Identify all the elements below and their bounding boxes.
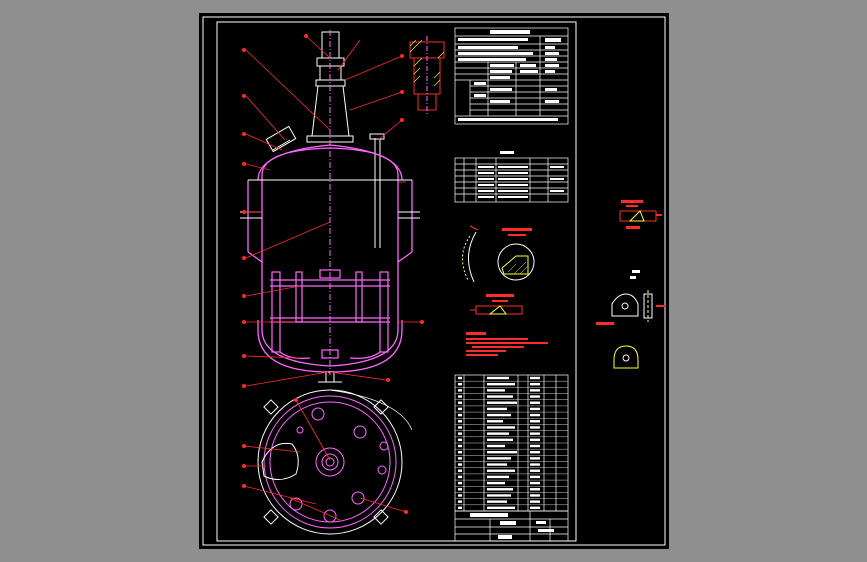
parts-list-cell xyxy=(487,382,515,386)
parts-list-cell xyxy=(458,401,462,404)
parts-list-cell xyxy=(487,395,513,398)
parts-list-cell xyxy=(458,389,462,392)
parts-list-cell xyxy=(487,488,513,491)
parts-list-cell xyxy=(458,376,462,380)
title-block xyxy=(454,510,569,542)
parts-list-cell xyxy=(530,457,540,460)
parts-list-cell xyxy=(487,481,505,485)
parts-list-cell xyxy=(487,413,511,417)
parts-list-cell xyxy=(458,450,462,454)
reactor-vessel-elevation xyxy=(240,30,420,383)
nozzle-table-fill xyxy=(478,151,564,198)
parts-list-cell xyxy=(487,389,505,392)
tech-spec-table-fill xyxy=(458,30,561,121)
lug-support-detail xyxy=(596,200,666,369)
parts-list-cell xyxy=(530,407,540,411)
weld-detail-views xyxy=(462,225,535,315)
parts-list-cell xyxy=(487,376,509,380)
parts-list-cell xyxy=(458,506,462,510)
parts-list-cell xyxy=(487,469,515,472)
parts-list-cell xyxy=(487,426,515,429)
parts-list-cell xyxy=(530,444,540,448)
parts-list-cell xyxy=(458,444,462,448)
parts-list-cell xyxy=(530,500,540,503)
parts-list-cell xyxy=(487,450,517,454)
parts-list-cell xyxy=(458,382,462,386)
parts-list-cell xyxy=(530,413,540,417)
parts-list-cell xyxy=(458,475,462,479)
callout-dots xyxy=(242,34,424,388)
parts-list-cell xyxy=(530,488,540,491)
parts-list-cell xyxy=(487,407,507,411)
parts-list-cell xyxy=(458,457,462,460)
parts-list-cell xyxy=(458,500,462,503)
parts-list-cell xyxy=(530,450,540,454)
parts-list-cell xyxy=(458,426,462,429)
parts-list-cell xyxy=(458,494,462,497)
vessel-plan-view xyxy=(242,389,413,535)
parts-list-cell xyxy=(458,469,462,472)
parts-list-fill xyxy=(458,376,540,510)
parts-list-cell xyxy=(530,494,540,497)
nozzle-table xyxy=(454,157,569,203)
parts-list-cell xyxy=(458,488,462,491)
parts-list-cell xyxy=(487,500,507,503)
parts-list-rows xyxy=(455,380,568,506)
parts-list-cell xyxy=(530,401,540,404)
technical-notes xyxy=(466,332,548,356)
leader-lines-left xyxy=(245,35,420,387)
tech-spec-table xyxy=(454,27,569,125)
parts-list-cell xyxy=(487,494,511,497)
parts-list-cell xyxy=(530,475,540,479)
parts-list-cell xyxy=(487,457,511,460)
parts-list-cell xyxy=(458,463,462,466)
parts-list-cell xyxy=(530,382,540,386)
drawing-frame-outer xyxy=(202,16,666,546)
parts-list-cell xyxy=(487,463,507,466)
parts-list-cell xyxy=(458,395,462,398)
parts-list-cell xyxy=(530,420,540,423)
parts-list-cell xyxy=(530,376,540,380)
parts-list-cell xyxy=(530,481,540,485)
parts-list-cell xyxy=(530,389,540,392)
parts-list-cell xyxy=(458,420,462,423)
parts-list-cell xyxy=(530,438,540,442)
parts-list-cell xyxy=(487,401,517,404)
parts-list-cell xyxy=(487,432,509,435)
shaft-coupling-detail xyxy=(409,36,445,114)
parts-list-cell xyxy=(530,469,540,472)
parts-list-cell xyxy=(458,481,462,485)
parts-list-cell xyxy=(530,506,540,510)
parts-list-cell xyxy=(458,438,462,442)
parts-list-cell xyxy=(458,413,462,417)
parts-list-cell xyxy=(487,420,503,423)
parts-list-cell xyxy=(530,426,540,429)
parts-list-cell xyxy=(530,463,540,466)
parts-list-cell xyxy=(458,407,462,411)
parts-list-cell xyxy=(487,444,505,448)
parts-list-cell xyxy=(530,395,540,398)
drawing-frame-inner xyxy=(216,21,577,542)
parts-list-cell xyxy=(487,475,509,479)
parts-list-cell xyxy=(458,432,462,435)
parts-list-cell xyxy=(487,506,515,510)
drawing-sheet xyxy=(199,13,669,549)
parts-list-cell xyxy=(530,432,540,435)
title-block-fill xyxy=(470,513,554,539)
parts-list-cell xyxy=(487,438,513,442)
